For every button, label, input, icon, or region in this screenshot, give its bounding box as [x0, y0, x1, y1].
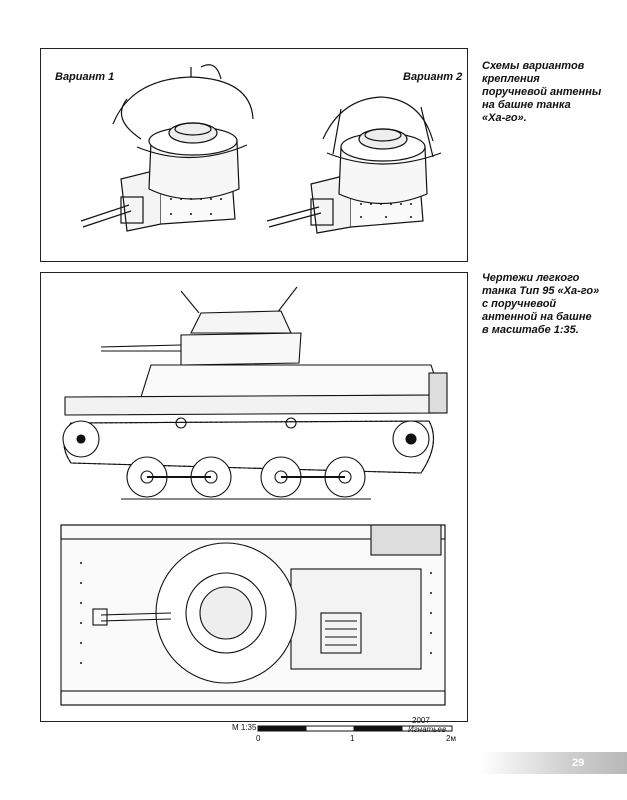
scale-label: М 1:35	[232, 723, 257, 732]
footer-band	[480, 752, 627, 774]
tank-drawings	[60, 286, 448, 706]
tank-top-view	[60, 524, 446, 706]
variant-2-label: Вариант 2	[403, 71, 463, 83]
turret-variant-1	[80, 64, 254, 232]
page-number: 29	[572, 757, 585, 769]
turret-variants-drawing	[80, 64, 442, 234]
variant-1-label: Вариант 1	[55, 71, 115, 83]
tank-side-view	[62, 286, 448, 500]
caption-variants: Схемы вариантов крепления поручневой ант…	[482, 60, 602, 124]
scale-tick-0: 0	[256, 734, 261, 743]
tank-drawings-frame	[40, 272, 468, 722]
author-signature: Игнатьев	[408, 725, 447, 734]
scale-tick-1: 1	[350, 734, 355, 743]
turret-variant-2	[266, 96, 442, 234]
scale-tick-2: 2м	[446, 734, 456, 743]
caption-drawings: Чертежи легкого танка Тип 95 «Ха-го» с п…	[482, 272, 600, 336]
variants-figure-frame: Вариант 1 Вариант 2	[40, 48, 468, 262]
signature-year: 2007	[412, 716, 430, 725]
